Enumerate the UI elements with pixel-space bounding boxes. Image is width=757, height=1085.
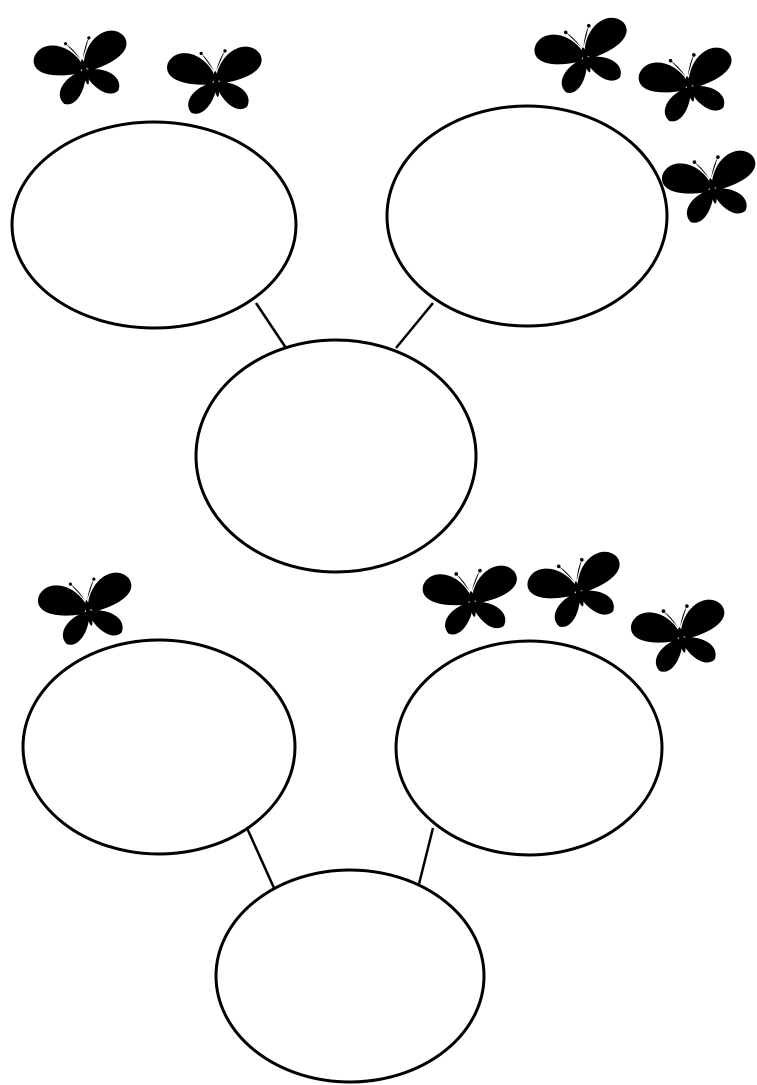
connector-right-parent-1 [396, 303, 433, 348]
connector-left-parent-1 [256, 303, 286, 348]
light-butterfly-icon [31, 27, 138, 110]
dark-butterfly-icon [628, 597, 734, 677]
cross-diagram-2 [23, 548, 734, 1082]
dark-butterfly-icon [636, 44, 743, 127]
dark-butterfly-icon [659, 148, 757, 228]
connector-left-parent-2 [247, 828, 274, 888]
dark-butterfly-icon [421, 564, 524, 638]
offspring-oval-1[interactable] [196, 340, 476, 572]
cross-diagram-1 [12, 14, 757, 572]
light-butterfly-icon [166, 45, 267, 116]
light-butterfly-icon [35, 570, 141, 650]
parent-right-oval-1[interactable] [387, 106, 667, 326]
connector-right-parent-2 [418, 828, 433, 888]
offspring-oval-2[interactable] [216, 870, 484, 1082]
parent-left-oval-1[interactable] [12, 122, 296, 328]
dark-butterfly-icon [531, 14, 639, 100]
dark-butterfly-icon [524, 548, 632, 634]
parent-right-oval-2[interactable] [396, 641, 662, 855]
parent-left-oval-2[interactable] [23, 640, 295, 854]
